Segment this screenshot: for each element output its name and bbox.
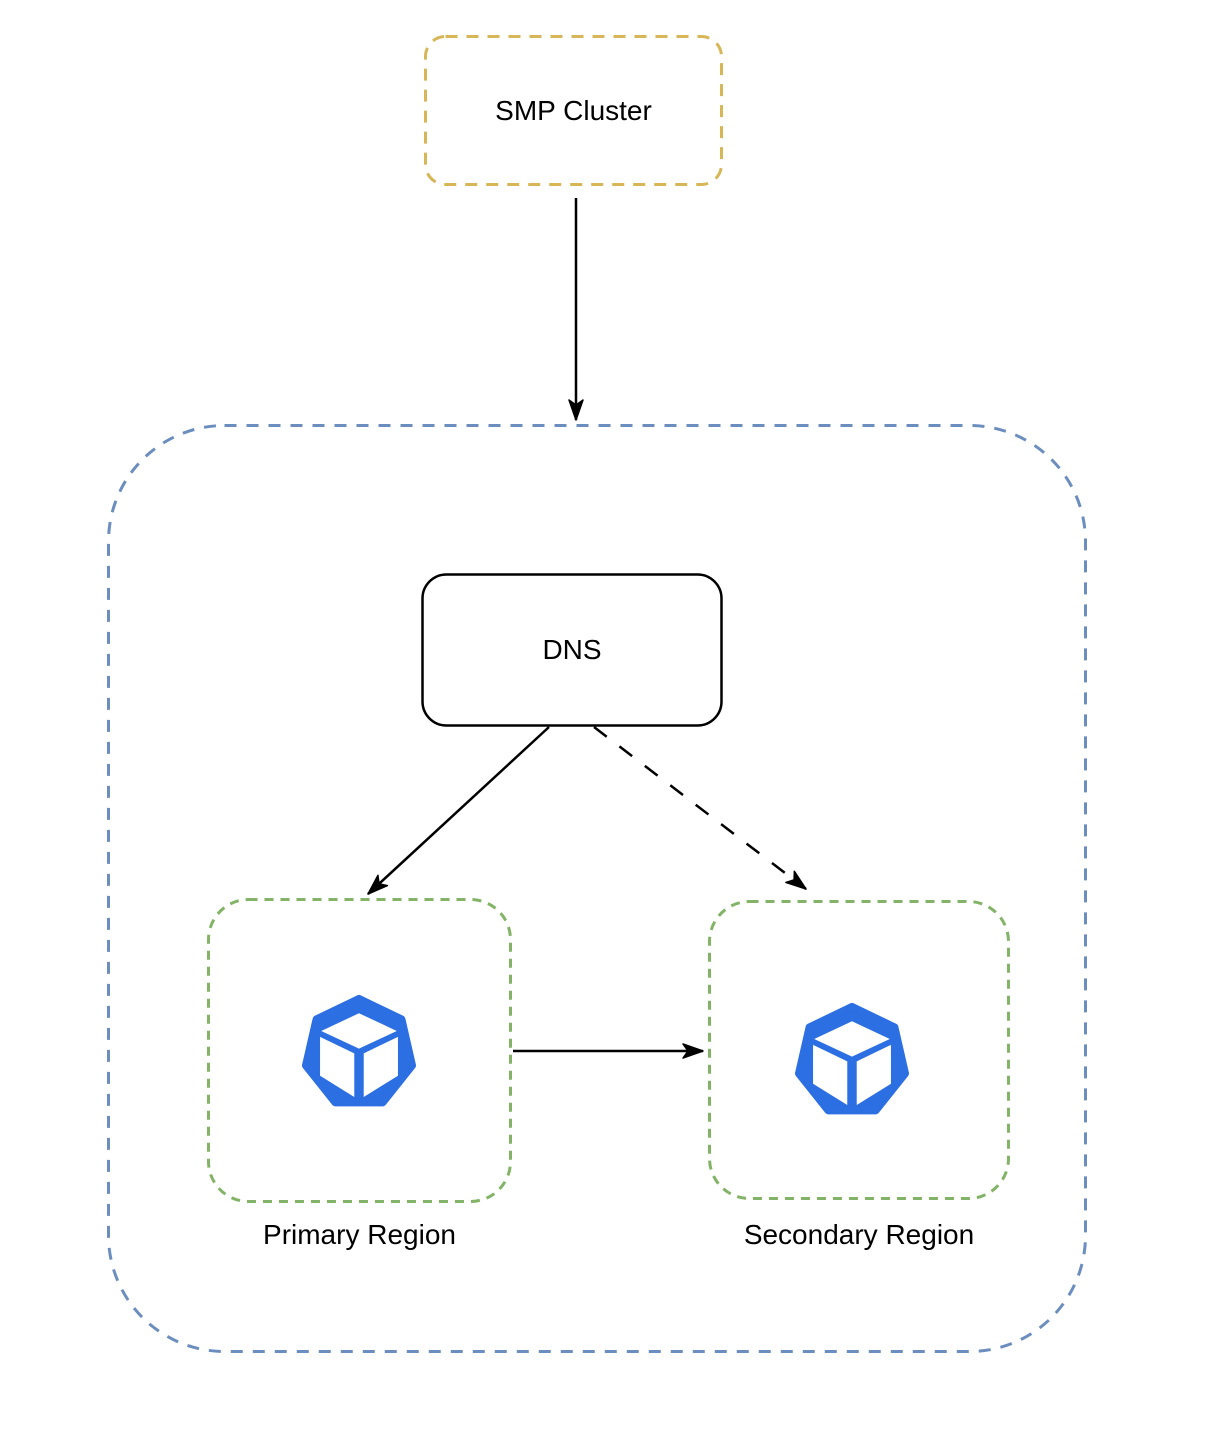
edge-dns-to-primary xyxy=(367,726,550,895)
edge-dns-to-secondary xyxy=(593,726,807,890)
secondary-region-cube-icon xyxy=(799,1007,905,1110)
primary-region-cube-icon xyxy=(306,999,412,1102)
secondary-region-label: Secondary Region xyxy=(743,1219,975,1251)
dns-node xyxy=(421,573,723,727)
smp-cluster-label: SMP Cluster xyxy=(495,94,652,126)
outer-group-container xyxy=(107,424,1087,1353)
primary-region-label: Primary Region xyxy=(263,1219,456,1251)
smp-cluster-node xyxy=(424,35,723,186)
dns-label: DNS xyxy=(542,634,602,666)
